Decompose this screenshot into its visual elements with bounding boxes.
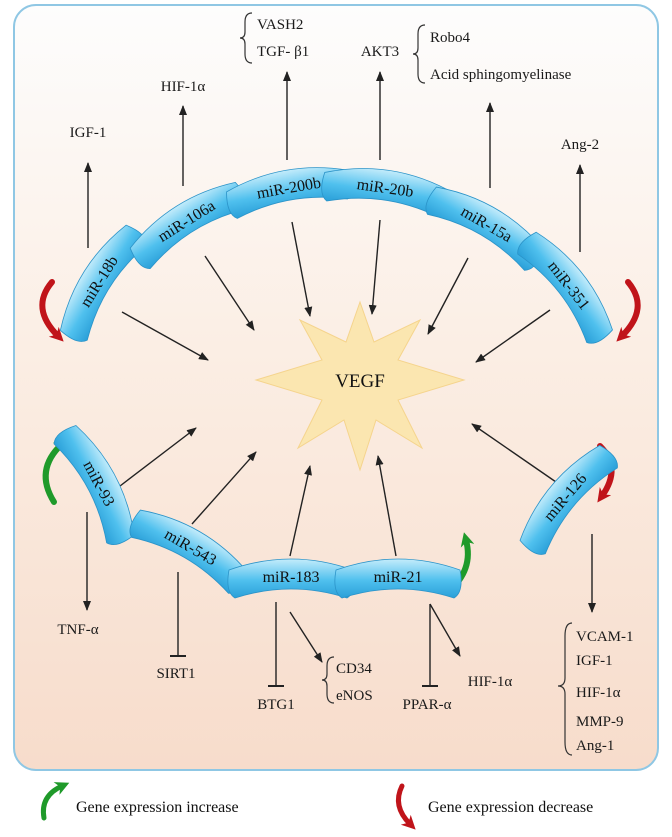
arrow-mir21-vegf [375, 455, 397, 557]
legend-decrease-icon [395, 783, 416, 830]
target-btg1: BTG1 [257, 697, 295, 713]
target-arrows [83, 71, 596, 663]
target-akt3: AKT3 [361, 44, 399, 60]
brace-cd34-enos [321, 656, 335, 704]
decrease-arrow-mir351 [616, 279, 641, 342]
mirna-mir21: miR-21 [334, 558, 462, 599]
arrow-mir18b-vegf [121, 311, 209, 361]
mirna-label-mir21: miR-21 [374, 569, 423, 586]
arrow-mir183-vegf [289, 465, 312, 557]
target-sirt1: SIRT1 [156, 666, 195, 682]
target-igf1-right: IGF-1 [576, 653, 613, 669]
target-hif1a-top: HIF-1α [161, 79, 206, 95]
arrow-mir20b-vegf [368, 219, 381, 315]
target-acid-sphingomyelinase: Acid sphingomyelinase [430, 67, 572, 83]
target-vcam1: VCAM-1 [576, 629, 634, 645]
vegf-label: VEGF [335, 371, 385, 392]
target-igf1-top: IGF-1 [70, 125, 107, 141]
increase-arrow-mir93 [42, 438, 68, 505]
target-ang1: Ang-1 [576, 738, 614, 754]
arrow-mir126-vegf [471, 423, 557, 483]
arrow-mir200b-vegf [291, 221, 313, 317]
arrow-mir15a-vegf [427, 257, 469, 335]
legend: Gene expression increase Gene expression… [40, 782, 593, 830]
target-robo4: Robo4 [430, 30, 471, 46]
target-tnfa: TNF-α [57, 622, 98, 638]
target-ang2: Ang-2 [561, 137, 599, 153]
brace-robo4-acid [412, 24, 426, 84]
brace-vash2-tgfb1 [239, 12, 253, 64]
target-cd34: CD34 [336, 661, 372, 677]
target-ppara: PPAR-α [403, 697, 452, 713]
mirna-mir183: miR-183 [227, 558, 355, 599]
mirna-mir20b: miR-20b [319, 160, 451, 218]
brace-mir126-targets [557, 622, 573, 756]
legend-decrease-label: Gene expression decrease [428, 799, 593, 816]
target-hif1a-bottom: HIF-1α [468, 674, 513, 690]
vegf-arrows [119, 219, 557, 557]
arrow-mir93-vegf [119, 427, 197, 487]
decrease-arrow-mir18b [39, 279, 64, 342]
braces [239, 12, 573, 756]
legend-increase-icon [40, 782, 70, 821]
target-tgfb1: TGF- β1 [257, 44, 309, 60]
arrow-mir351-vegf [475, 309, 551, 363]
arrow-mir183-cd34 [289, 611, 323, 663]
vegf-star: VEGF [254, 300, 466, 472]
inhibit-lines [178, 572, 430, 686]
target-enos: eNOS [336, 688, 373, 704]
arrow-mir21-hif1a [429, 603, 461, 657]
target-mmp9: MMP-9 [576, 714, 624, 730]
target-vash2: VASH2 [257, 17, 303, 33]
target-hif1a-right: HIF-1α [576, 685, 621, 701]
mirna-label-mir183: miR-183 [263, 569, 320, 586]
legend-increase-label: Gene expression increase [76, 799, 239, 816]
arrow-mir106a-vegf [204, 255, 255, 331]
arrow-mir543-vegf [191, 451, 257, 525]
target-labels: IGF-1 HIF-1α VASH2 TGF- β1 AKT3 Robo4 Ac… [57, 17, 633, 754]
mirna-mir200b: miR-200b [223, 158, 356, 221]
